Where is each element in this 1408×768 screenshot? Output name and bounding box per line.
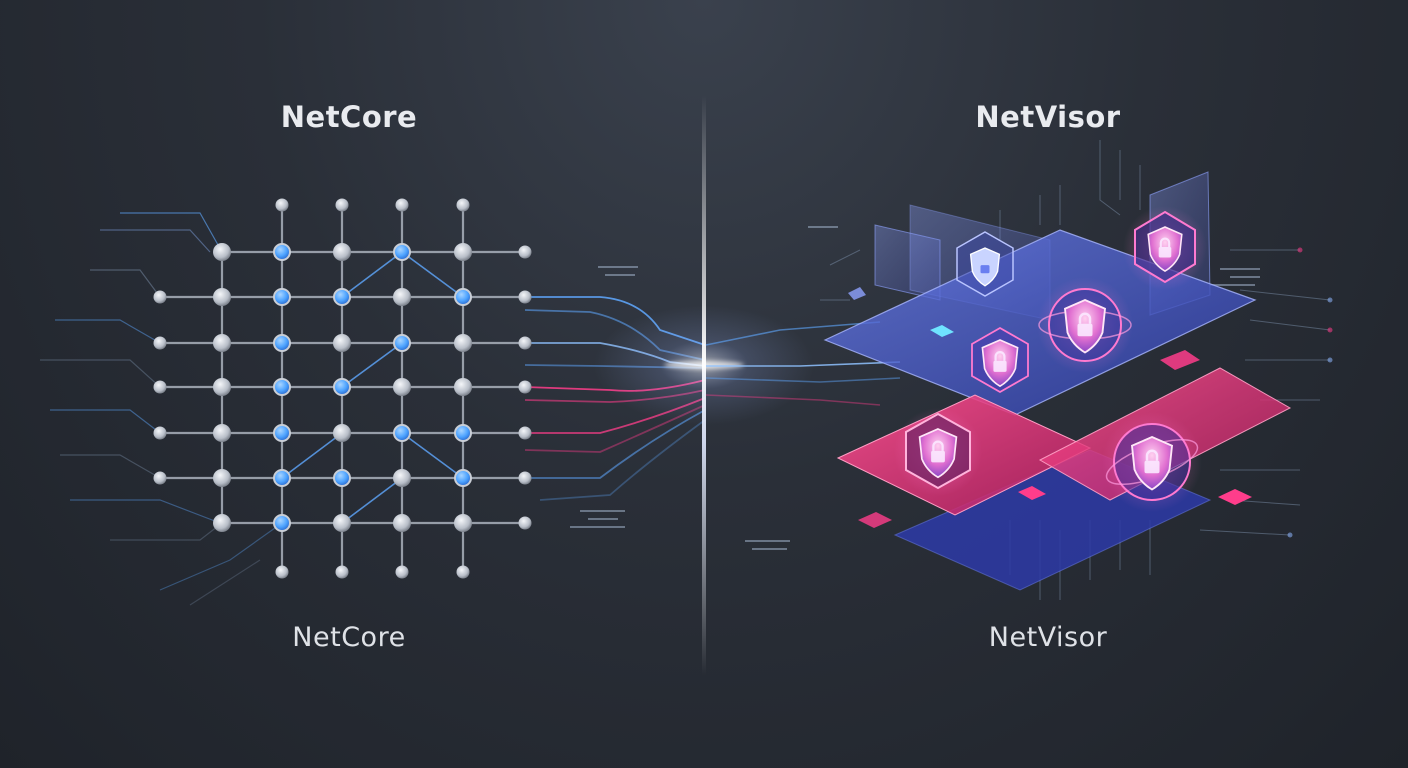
shield-lock-icon xyxy=(1037,277,1133,373)
netvisor-shields xyxy=(894,206,1207,512)
netcore-title: NetCore xyxy=(280,100,418,134)
netvisor-title: NetVisor xyxy=(975,100,1121,134)
netvisor-dot-trails xyxy=(745,226,1333,550)
netvisor-incoming-flows xyxy=(705,321,901,406)
shield-lock-icon xyxy=(971,326,1029,394)
shield-lock-icon xyxy=(956,231,1014,297)
netcore-caption: NetCore xyxy=(292,622,406,653)
netcore-grid-nodes xyxy=(153,198,532,579)
netcore-diagonal-links xyxy=(281,251,464,524)
netcore-trace-lines xyxy=(40,212,283,606)
shield-lock-icon xyxy=(894,408,982,496)
shield-lock-icon xyxy=(1102,412,1202,512)
netvisor-security-planes xyxy=(823,171,1292,591)
divider-light-beam xyxy=(594,95,814,675)
netcore-dot-trails xyxy=(570,266,638,528)
netvisor-caption: NetVisor xyxy=(988,622,1108,653)
shield-lock-icon xyxy=(1123,206,1207,290)
